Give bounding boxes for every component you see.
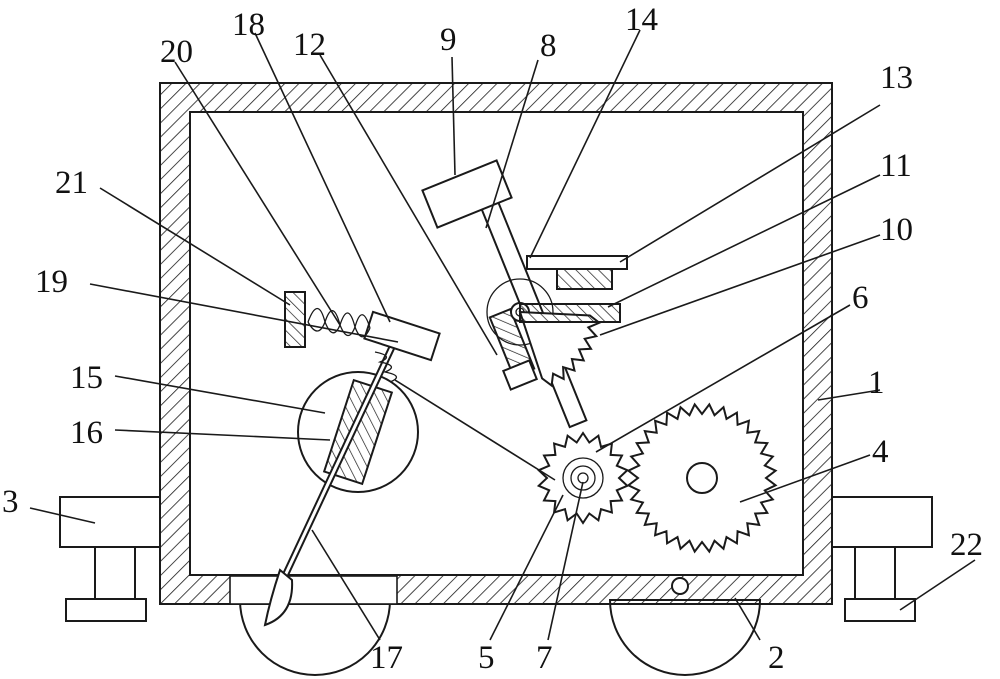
label-9: 9 <box>440 22 457 58</box>
label-6: 6 <box>852 280 869 316</box>
label-16: 16 <box>70 415 103 451</box>
label-1: 1 <box>868 365 885 401</box>
label-12: 12 <box>293 27 326 63</box>
label-11: 11 <box>880 148 912 184</box>
label-20: 20 <box>160 34 193 70</box>
label-14: 14 <box>625 2 658 38</box>
label-15: 15 <box>70 360 103 396</box>
label-19: 19 <box>35 264 68 300</box>
slide-rail <box>519 303 621 323</box>
label-22: 22 <box>950 527 983 563</box>
drain-hole <box>671 577 689 595</box>
housing-frame <box>159 82 833 605</box>
label-5: 5 <box>478 640 495 676</box>
label-4: 4 <box>872 434 889 470</box>
large-gear <box>626 402 778 554</box>
leader-lines <box>29 29 976 641</box>
fixed-plate <box>284 291 306 348</box>
label-2: 2 <box>768 640 785 676</box>
sector-gear <box>518 310 602 388</box>
swing-arm <box>421 159 588 429</box>
cutting-rod <box>263 343 397 627</box>
label-3: 3 <box>2 484 19 520</box>
right-bracket <box>831 496 933 622</box>
rod-head <box>363 310 441 362</box>
part-labels: 1 2 3 4 5 6 7 8 9 10 11 12 13 14 15 16 1… <box>2 2 983 676</box>
label-10: 10 <box>880 212 913 248</box>
label-21: 21 <box>55 165 88 201</box>
label-18: 18 <box>232 7 265 43</box>
return-spring <box>374 351 397 383</box>
wheel-right <box>608 599 762 676</box>
label-13: 13 <box>880 60 913 96</box>
wheel-left <box>238 599 392 676</box>
guide-block <box>526 255 628 290</box>
label-17: 17 <box>370 640 403 676</box>
left-bracket <box>59 496 161 622</box>
label-8: 8 <box>540 28 557 64</box>
label-7: 7 <box>536 640 553 676</box>
